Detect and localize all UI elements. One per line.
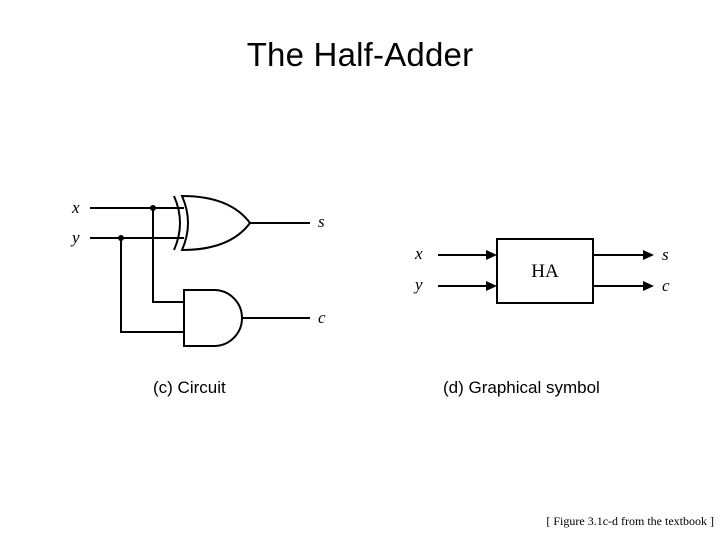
slide-title: The Half-Adder [246, 36, 474, 73]
xor-gate-body [180, 194, 252, 252]
figure-source-footer: [ Figure 3.1c-d from the textbook ] [546, 514, 714, 528]
circuit: x y s c (c) Circuit [70, 194, 326, 397]
symbol-input-x-label: x [414, 244, 423, 263]
symbol-caption: (d) Graphical symbol [443, 378, 600, 397]
wire-x-to-and [152, 208, 184, 303]
circuit-input-y-label: y [70, 228, 80, 247]
wire-y-to-and [120, 238, 184, 333]
symbol-output-c-label: c [662, 276, 670, 295]
symbol-arrow-c-head [643, 281, 654, 291]
circuit-caption: (c) Circuit [153, 378, 226, 397]
symbol-arrow-s-head [643, 250, 654, 260]
circuit-output-c-label: c [318, 308, 326, 327]
xor-gate-extra-curve [173, 195, 181, 251]
and-gate-body [183, 289, 243, 347]
and-gate [183, 289, 243, 347]
circuit-input-x-label: x [71, 198, 80, 217]
graphical-symbol: x y HA s c (d) Graphical symbol [413, 238, 670, 397]
ha-block-label: HA [531, 261, 559, 282]
symbol-arrow-y-head [486, 281, 497, 291]
symbol-input-y-label: y [413, 275, 423, 294]
xor-gate [173, 194, 252, 252]
circuit-output-s-label: s [318, 212, 325, 231]
symbol-output-s-label: s [662, 245, 669, 264]
symbol-arrow-x-head [486, 250, 497, 260]
ha-block [496, 238, 594, 304]
